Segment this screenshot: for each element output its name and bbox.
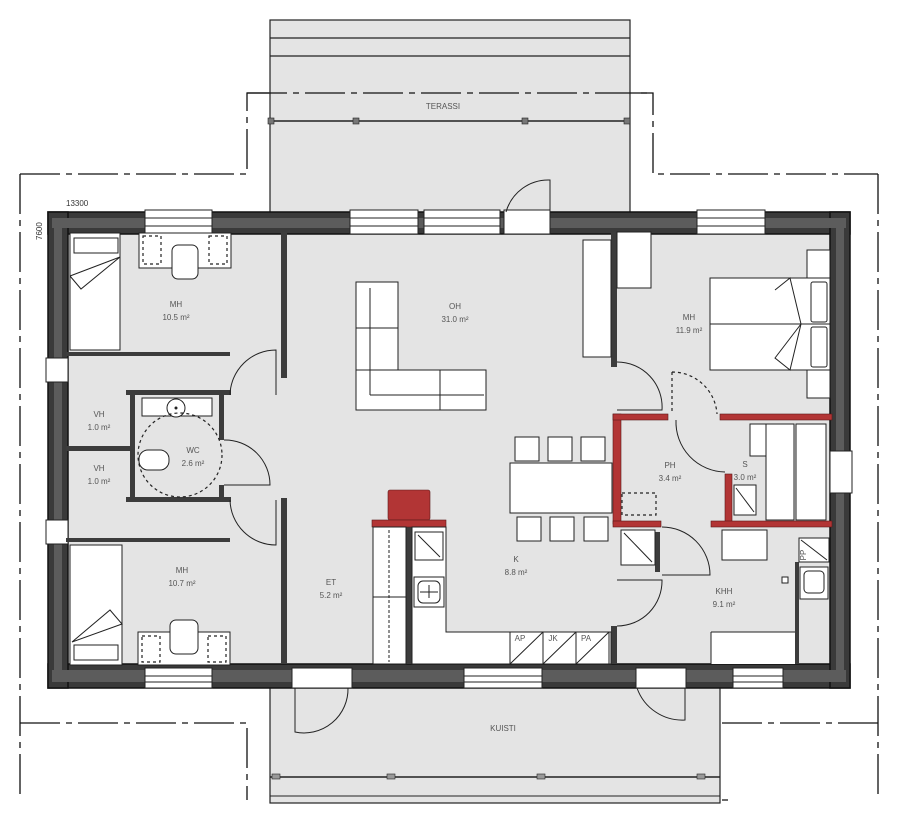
room-vh2-area: 1.0 m² [88,477,111,486]
interior-walls [66,232,799,664]
room-k-area: 8.8 m² [505,568,528,577]
room-oh-code: OH [449,302,461,311]
room-mh2-code: MH [176,566,189,575]
room-oh-area: 31.0 m² [441,315,468,324]
room-wc-code: WC [186,446,200,455]
windows-side [45,357,853,545]
house-floor [62,230,832,673]
porch: KUISTI [269,686,721,804]
room-ph-code: PH [664,461,675,470]
windows-top [144,179,766,235]
porch-label: KUISTI [490,724,516,733]
wet-room-walls [612,413,833,528]
room-k-code: K [513,555,519,564]
room-s-code: S [742,460,747,469]
dimension-depth: 7600 [35,222,44,240]
room-ph-area: 3.4 m² [659,474,682,483]
appliance-pp: PP [799,550,808,561]
room-et-area: 5.2 m² [320,591,343,600]
dimension-width: 13300 [66,199,89,208]
room-khh-code: KHH [716,587,733,596]
room-mh3-area: 11.9 m² [676,326,703,335]
room-vh2-code: VH [93,464,104,473]
room-wc-area: 2.6 m² [182,459,205,468]
room-et-code: ET [326,578,336,587]
terrace: TERASSI [247,19,653,214]
room-mh2-area: 10.7 m² [168,579,195,588]
appliance-pa: PA [581,634,592,643]
furniture: AP JK PA PP [69,231,831,666]
room-mh1-area: 10.5 m² [162,313,189,322]
room-mh1-code: MH [170,300,183,309]
windows-bottom [144,667,784,734]
door-swings [223,349,726,627]
appliance-ap: AP [515,634,526,643]
terrace-label: TERASSI [426,102,460,111]
room-s-area: 3.0 m² [734,473,757,482]
appliance-jk: JK [548,634,558,643]
room-vh1-area: 1.0 m² [88,423,111,432]
room-vh1-code: VH [93,410,104,419]
room-khh-area: 9.1 m² [713,600,736,609]
room-labels: MH 10.5 m² VH 1.0 m² VH 1.0 m² WC 2.6 m²… [88,300,757,609]
room-mh3-code: MH [683,313,696,322]
